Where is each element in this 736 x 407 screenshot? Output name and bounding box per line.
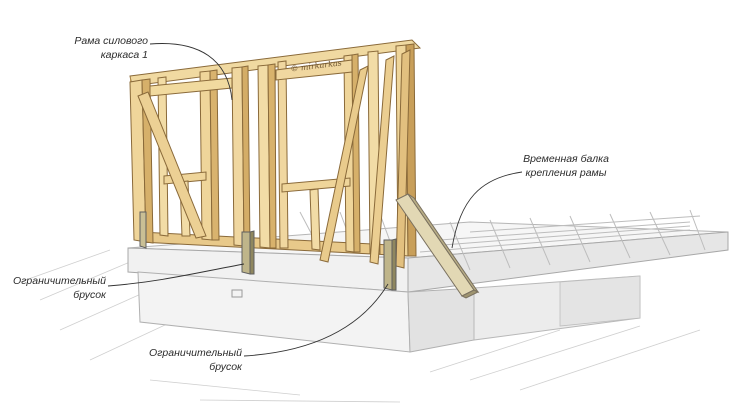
slab-side <box>407 231 729 293</box>
leader-stop-bottom <box>243 283 389 357</box>
callout-temp-beam: Временная балка крепления рамы <box>510 152 622 180</box>
callout-stop-block-bottom: Ограничительный брусок <box>136 346 242 374</box>
leader-stop-left <box>107 263 245 287</box>
stop-blocks <box>139 211 397 291</box>
callout-temp-beam-line2: крепления рамы <box>525 167 607 179</box>
footing-right-end <box>559 275 641 327</box>
callout-temp-beam-line1: Временная балка <box>523 153 609 165</box>
window-framing <box>149 59 353 251</box>
ground-sketch <box>19 249 701 403</box>
stop-block-right <box>383 239 393 291</box>
leader-lines <box>107 43 523 357</box>
callout-stop-block-bottom-line2: брусок <box>209 361 242 373</box>
callout-frame-line2: каркаса 1 <box>100 49 148 61</box>
leader-temp-beam <box>451 171 523 249</box>
callout-stop-block-left: Ограничительный брусок <box>0 274 106 302</box>
stop-block-left <box>241 231 251 275</box>
diagonal-braces <box>137 49 411 269</box>
callout-stop-block-bottom-line1: Ограничительный <box>149 347 242 359</box>
stop-block-far-left <box>139 211 147 249</box>
vent-mark <box>231 289 243 298</box>
temporary-beam <box>395 193 480 299</box>
callout-stop-block-left-line2: брусок <box>73 289 106 301</box>
callout-frame-line1: Рама силового <box>74 35 148 47</box>
callout-stop-block-left-line1: Ограничительный <box>13 275 106 287</box>
leader-frame <box>149 43 233 101</box>
callout-frame: Рама силового каркаса 1 <box>64 34 148 62</box>
